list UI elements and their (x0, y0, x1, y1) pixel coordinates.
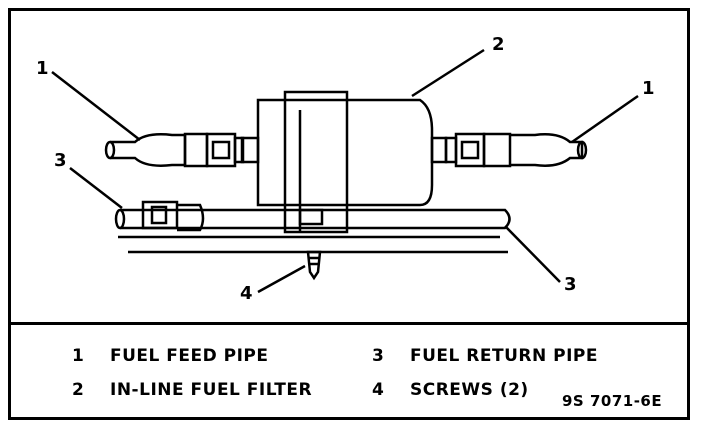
legend-num-3: 3 (372, 346, 384, 366)
right-feed-pipe-end (576, 140, 588, 160)
callout-4: 4 (240, 283, 253, 304)
filter-inlet-neck (240, 136, 260, 164)
filter-outlet-neck (430, 136, 448, 164)
left-fitting-end (233, 136, 245, 164)
callout-1-left: 1 (36, 58, 49, 79)
right-fitting-end (444, 136, 458, 164)
legend-label-2: IN-LINE FUEL FILTER (110, 380, 313, 400)
return-fitting-collar (177, 203, 205, 232)
legend-label-3: FUEL RETURN PIPE (410, 346, 598, 366)
legend-divider (8, 322, 690, 325)
clamp-screw-head (298, 208, 324, 226)
return-fitting-nut (141, 200, 179, 230)
leader-line-2 (411, 48, 485, 98)
callout-1-right: 1 (642, 78, 655, 99)
figure-id: 9S 7071-6E (562, 392, 663, 410)
right-fitting-inner (460, 140, 480, 160)
mounting-screw (306, 250, 322, 281)
left-fuel-feed-pipe (110, 133, 187, 167)
left-fitting-inner (211, 140, 231, 160)
return-pipe-end (114, 208, 126, 230)
left-fitting-collar (183, 132, 209, 168)
leader-line-3-left (69, 167, 123, 209)
figure-frame (8, 8, 690, 420)
left-feed-pipe-end (104, 140, 116, 160)
right-fitting-nut (454, 132, 486, 168)
filter-clamp-band (283, 90, 349, 234)
legend-label-4: SCREWS (2) (410, 380, 529, 400)
right-fitting-collar (482, 132, 512, 168)
callout-2: 2 (492, 34, 505, 55)
legend-num-2: 2 (72, 380, 84, 400)
filter-body (256, 98, 434, 207)
leader-line-1-right (571, 94, 639, 144)
legend-label-1: FUEL FEED PIPE (110, 346, 269, 366)
leader-line-4 (257, 264, 306, 294)
fuel-return-pipe (120, 208, 511, 230)
leader-line-3-right (504, 225, 561, 283)
left-fitting-nut (205, 132, 237, 168)
return-fitting-inner (150, 205, 168, 225)
legend-num-4: 4 (372, 380, 384, 400)
callout-3-left: 3 (54, 150, 67, 171)
leader-line-1-left (51, 71, 141, 141)
legend-num-1: 1 (72, 346, 84, 366)
right-fuel-feed-pipe (510, 133, 584, 167)
callout-3-right: 3 (564, 274, 577, 295)
